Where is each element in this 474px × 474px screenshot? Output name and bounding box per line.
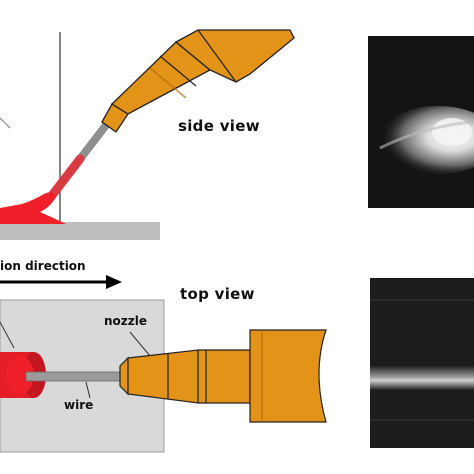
nozzle-label: nozzle bbox=[104, 314, 148, 328]
top-view-photo bbox=[370, 278, 474, 448]
melt-pool-side bbox=[0, 192, 66, 224]
top-view-diagram bbox=[0, 299, 327, 453]
arc-curve bbox=[0, 117, 11, 129]
workpiece-plate-side bbox=[0, 222, 160, 240]
side-view-diagram bbox=[0, 29, 295, 240]
melt-leader-line bbox=[0, 321, 15, 349]
wire-heat-glow bbox=[45, 154, 85, 203]
nozzle-side bbox=[101, 29, 295, 133]
direction-label: ion direction bbox=[0, 259, 86, 273]
side-view-label: side view bbox=[178, 117, 260, 135]
side-view-photo bbox=[368, 36, 474, 208]
wire-leader-line bbox=[85, 381, 91, 399]
top-view-label: top view bbox=[180, 285, 255, 303]
wire-top bbox=[25, 371, 127, 382]
direction-arrow bbox=[0, 275, 122, 289]
nozzle-leader-line bbox=[129, 331, 151, 357]
wire-label: wire bbox=[64, 398, 94, 412]
nozzle-top bbox=[119, 329, 327, 423]
